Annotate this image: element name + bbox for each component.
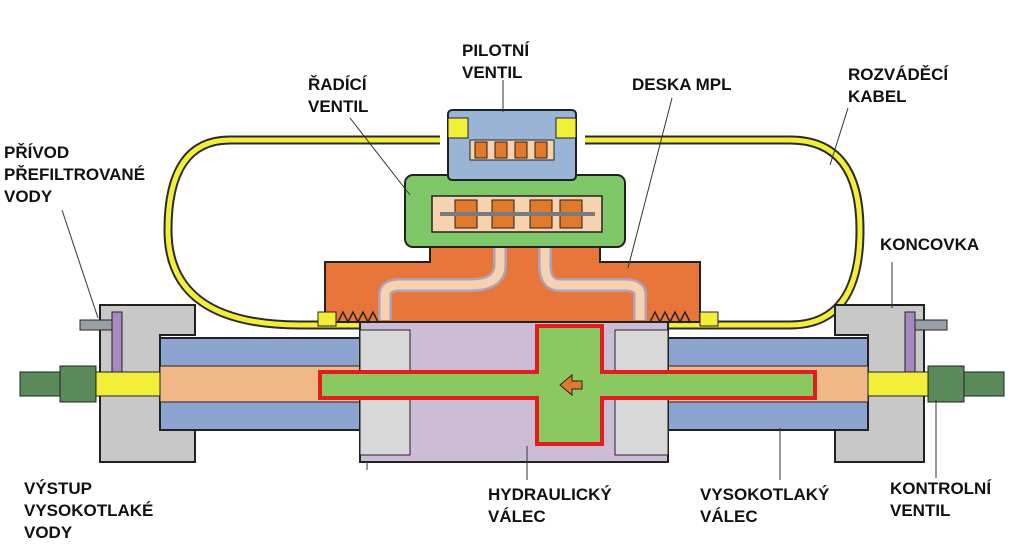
label-distribution-cable: ROZVÁDĚCÍ KABEL bbox=[848, 65, 949, 106]
label-end-fitting: KONCOVKA bbox=[880, 235, 980, 254]
right-check-valve-fitting bbox=[963, 371, 1005, 397]
label-check-valve: KONTROLNÍ VENTIL bbox=[890, 479, 992, 520]
label-high-pressure-water-outlet: VÝSTUP VYSOKOTLAKÉ VODY bbox=[24, 479, 154, 542]
label-mpl-plate: DESKA MPL bbox=[632, 75, 732, 94]
label-filtered-water-inlet: PŘÍVOD PŘEFILTROVANÉ VODY bbox=[4, 143, 146, 206]
label-pilot-valve: PILOTNÍ VENTIL bbox=[462, 41, 530, 82]
label-shift-valve: ŘADÍCÍ VENTIL bbox=[308, 75, 369, 116]
label-hydraulic-cylinder: HYDRAULICKÝ VÁLEC bbox=[488, 485, 612, 526]
piston-direction-arrow bbox=[559, 373, 583, 397]
left-outlet-fitting bbox=[19, 371, 61, 397]
label-high-pressure-cylinder: VYSOKOTLAKÝ VÁLEC bbox=[700, 485, 830, 526]
